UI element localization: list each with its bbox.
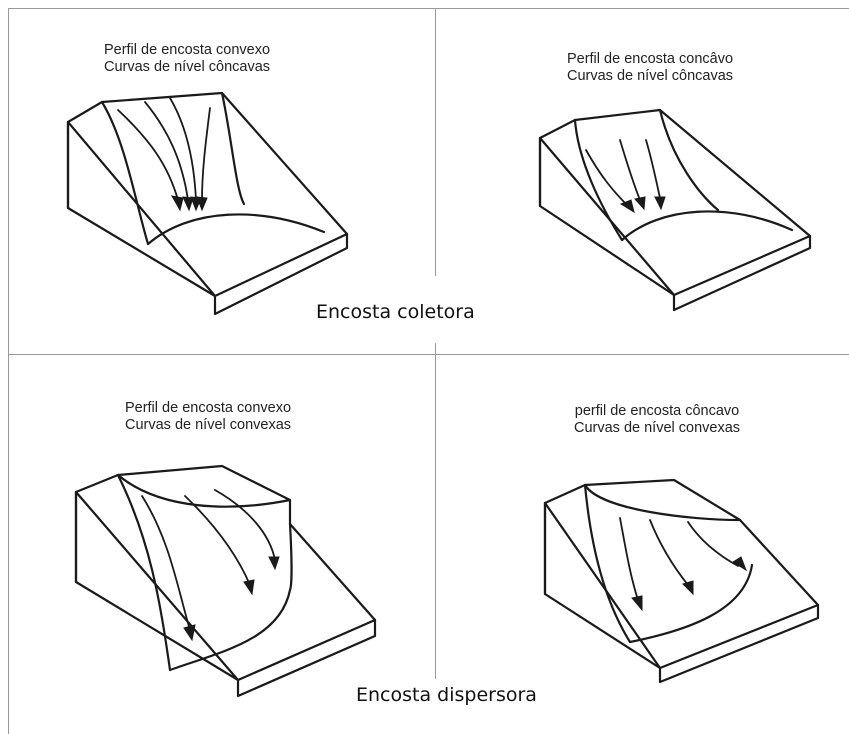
panel-2-arrowhead-2 xyxy=(634,196,646,211)
panel-2-contour-base xyxy=(620,210,794,242)
panel-3-caption: Perfil de encosta convexo Curvas de níve… xyxy=(103,400,313,434)
panel-1-arrowhead-4 xyxy=(196,196,208,212)
panel-4-flow-line-2 xyxy=(649,519,689,586)
panel-3-flow-line-2 xyxy=(184,495,251,586)
panel-4-arrowhead-2 xyxy=(682,580,694,596)
panel-3-flow-line-1 xyxy=(141,495,191,631)
panel-1-flow-line-4 xyxy=(201,107,211,201)
panel-2-contour-top xyxy=(658,108,720,212)
panel-2-block-outline xyxy=(538,108,812,312)
panel-3-contour-base xyxy=(168,588,292,672)
panel-1-top-edge xyxy=(66,120,349,298)
panel-1-arrowhead-2 xyxy=(182,196,194,212)
panel-4-contour-base xyxy=(628,563,754,644)
panel-3-top-edge xyxy=(74,490,377,682)
collector-slope-label: Encosta coletora xyxy=(312,301,479,323)
panel-1-caption: Perfil de encosta convexo Curvas de níve… xyxy=(82,42,292,76)
frame-top-border xyxy=(8,8,849,9)
horizontal-divider xyxy=(8,354,849,355)
panel-4-top-edge xyxy=(543,501,820,670)
panel-2-top-edge xyxy=(538,136,812,297)
panel-1-profile-text: Perfil de encosta convexo xyxy=(103,42,271,58)
panel-4-caption: perfil de encosta côncavo Curvas de níve… xyxy=(552,403,762,437)
panel-2-profile-text: Perfil de encosta concâvo xyxy=(566,51,734,67)
panel-4-crest xyxy=(583,483,742,522)
panel-4-flow-line-3 xyxy=(687,521,739,567)
panel-4-flow-line-1 xyxy=(619,517,639,601)
panel-3-left-profile xyxy=(116,473,172,672)
panel-2-arrowhead-1 xyxy=(619,199,635,214)
dispersor-slope-label: Encosta dispersora xyxy=(352,684,541,706)
panel-1-contour-top xyxy=(220,91,246,206)
panel-2-flow-line-3 xyxy=(645,139,661,199)
panel-3-crest xyxy=(116,473,292,508)
panel-3-arrowhead-2 xyxy=(243,579,255,596)
panel-2-contour-text: Curvas de nível côncavas xyxy=(566,68,734,84)
panel-1-block-outline xyxy=(66,91,349,316)
panel-2-flow-line-2 xyxy=(619,139,641,201)
panel-4-left-profile xyxy=(583,483,632,644)
panel-1-contour-base xyxy=(146,213,326,246)
panel-4-block-outline xyxy=(543,478,820,684)
panel-2-caption: Perfil de encosta concâvo Curvas de níve… xyxy=(545,51,755,85)
panel-4-profile-text: perfil de encosta côncavo xyxy=(574,403,740,419)
panel-4-arrowhead-1 xyxy=(631,595,643,612)
panel-2-arrowhead-3 xyxy=(654,196,666,211)
panel-3-contour-text: Curvas de nível convexas xyxy=(124,417,292,433)
panel-1-flow-line-1 xyxy=(117,109,179,201)
panel-1-flow-line-2 xyxy=(144,101,189,201)
panel-3-right-profile xyxy=(288,522,293,592)
panel-4-arrowhead-3 xyxy=(732,556,747,572)
panel-2-flow-line-1 xyxy=(585,149,629,207)
panel-3-flow-line-3 xyxy=(214,489,276,561)
panel-2-left-profile xyxy=(573,118,624,242)
panel-1-arrowhead-1 xyxy=(171,195,184,212)
panel-3-arrowhead-1 xyxy=(183,624,196,642)
panel-1-contour-text: Curvas de nível côncavas xyxy=(103,59,271,75)
vertical-divider-top xyxy=(435,8,436,276)
panel-1-left-profile xyxy=(100,100,150,246)
panel-4-contour-text: Curvas de nível convexas xyxy=(573,420,741,436)
frame-left-border xyxy=(8,8,9,734)
panel-3-profile-text: Perfil de encosta convexo xyxy=(124,400,292,416)
panel-1-flow-line-3 xyxy=(169,97,197,201)
vertical-divider-bottom xyxy=(435,343,436,679)
panel-3-arrowhead-3 xyxy=(268,556,280,571)
